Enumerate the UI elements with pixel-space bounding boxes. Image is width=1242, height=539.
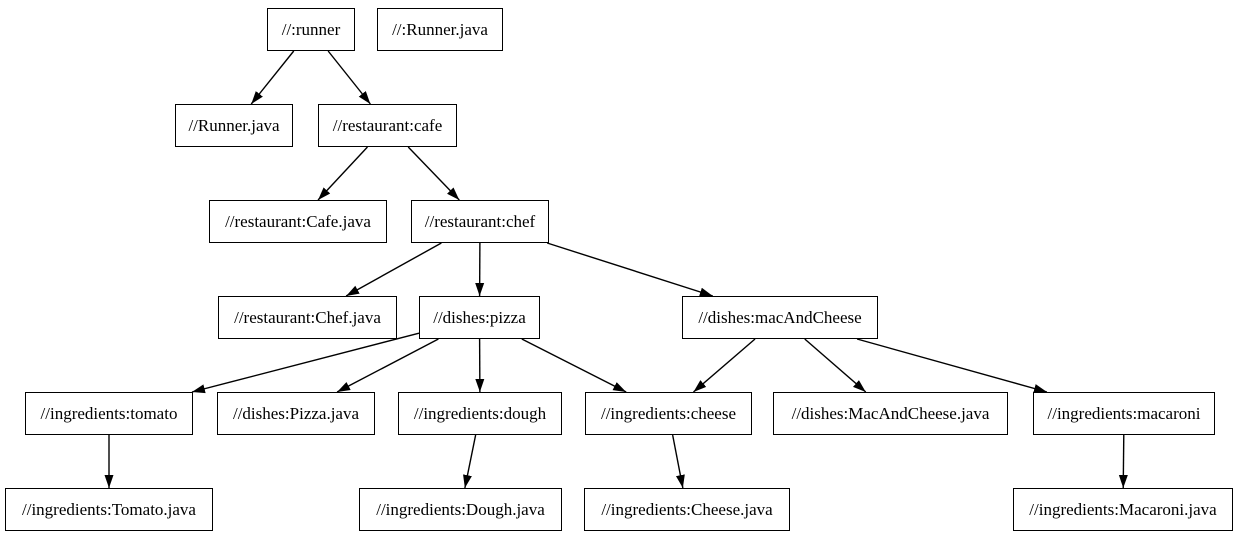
edge-pizza-to-tomato <box>191 332 420 394</box>
edge-pizza-to-cheese <box>521 338 627 393</box>
graph-node-pizza-java: //dishes:Pizza.java <box>217 392 375 435</box>
graph-node-tomato-java: //ingredients:Tomato.java <box>5 488 213 531</box>
graph-node-pizza: //dishes:pizza <box>419 296 540 339</box>
edge-runner-to-cafe <box>327 50 371 105</box>
graph-node-cheese-java: //ingredients:Cheese.java <box>584 488 790 531</box>
graph-node-runner-java: //Runner.java <box>175 104 293 147</box>
edge-mac-and-cheese-to-cheese <box>693 338 756 393</box>
graph-node-dough: //ingredients:dough <box>398 392 562 435</box>
graph-node-runner-java-root: //:Runner.java <box>377 8 503 51</box>
edge-macaroni-to-macaroni-java <box>1118 434 1128 489</box>
edge-pizza-to-pizza-java <box>336 338 439 393</box>
graph-node-cafe: //restaurant:cafe <box>318 104 457 147</box>
graph-node-chef: //restaurant:chef <box>411 200 549 243</box>
graph-node-tomato: //ingredients:tomato <box>25 392 193 435</box>
edge-cafe-to-cafe-java <box>317 146 368 201</box>
edge-chef-to-chef-java <box>345 242 442 297</box>
graph-node-mac-and-cheese-java: //dishes:MacAndCheese.java <box>773 392 1008 435</box>
edge-runner-to-runner-java <box>250 50 295 105</box>
edge-mac-and-cheese-to-mac-and-cheese-java <box>804 338 867 393</box>
graph-node-cheese: //ingredients:cheese <box>585 392 752 435</box>
graph-node-macaroni-java: //ingredients:Macaroni.java <box>1013 488 1233 531</box>
edge-cheese-to-cheese-java <box>671 434 685 489</box>
edge-mac-and-cheese-to-macaroni <box>856 338 1048 393</box>
graph-node-cafe-java: //restaurant:Cafe.java <box>209 200 387 243</box>
edge-chef-to-mac-and-cheese <box>546 242 714 297</box>
graph-node-mac-and-cheese: //dishes:macAndCheese <box>682 296 878 339</box>
edge-dough-to-dough-java <box>463 434 477 489</box>
graph-node-macaroni: //ingredients:macaroni <box>1033 392 1215 435</box>
graph-node-runner: //:runner <box>267 8 355 51</box>
graph-node-chef-java: //restaurant:Chef.java <box>218 296 397 339</box>
graph-node-dough-java: //ingredients:Dough.java <box>359 488 562 531</box>
edge-cafe-to-chef <box>407 146 460 201</box>
